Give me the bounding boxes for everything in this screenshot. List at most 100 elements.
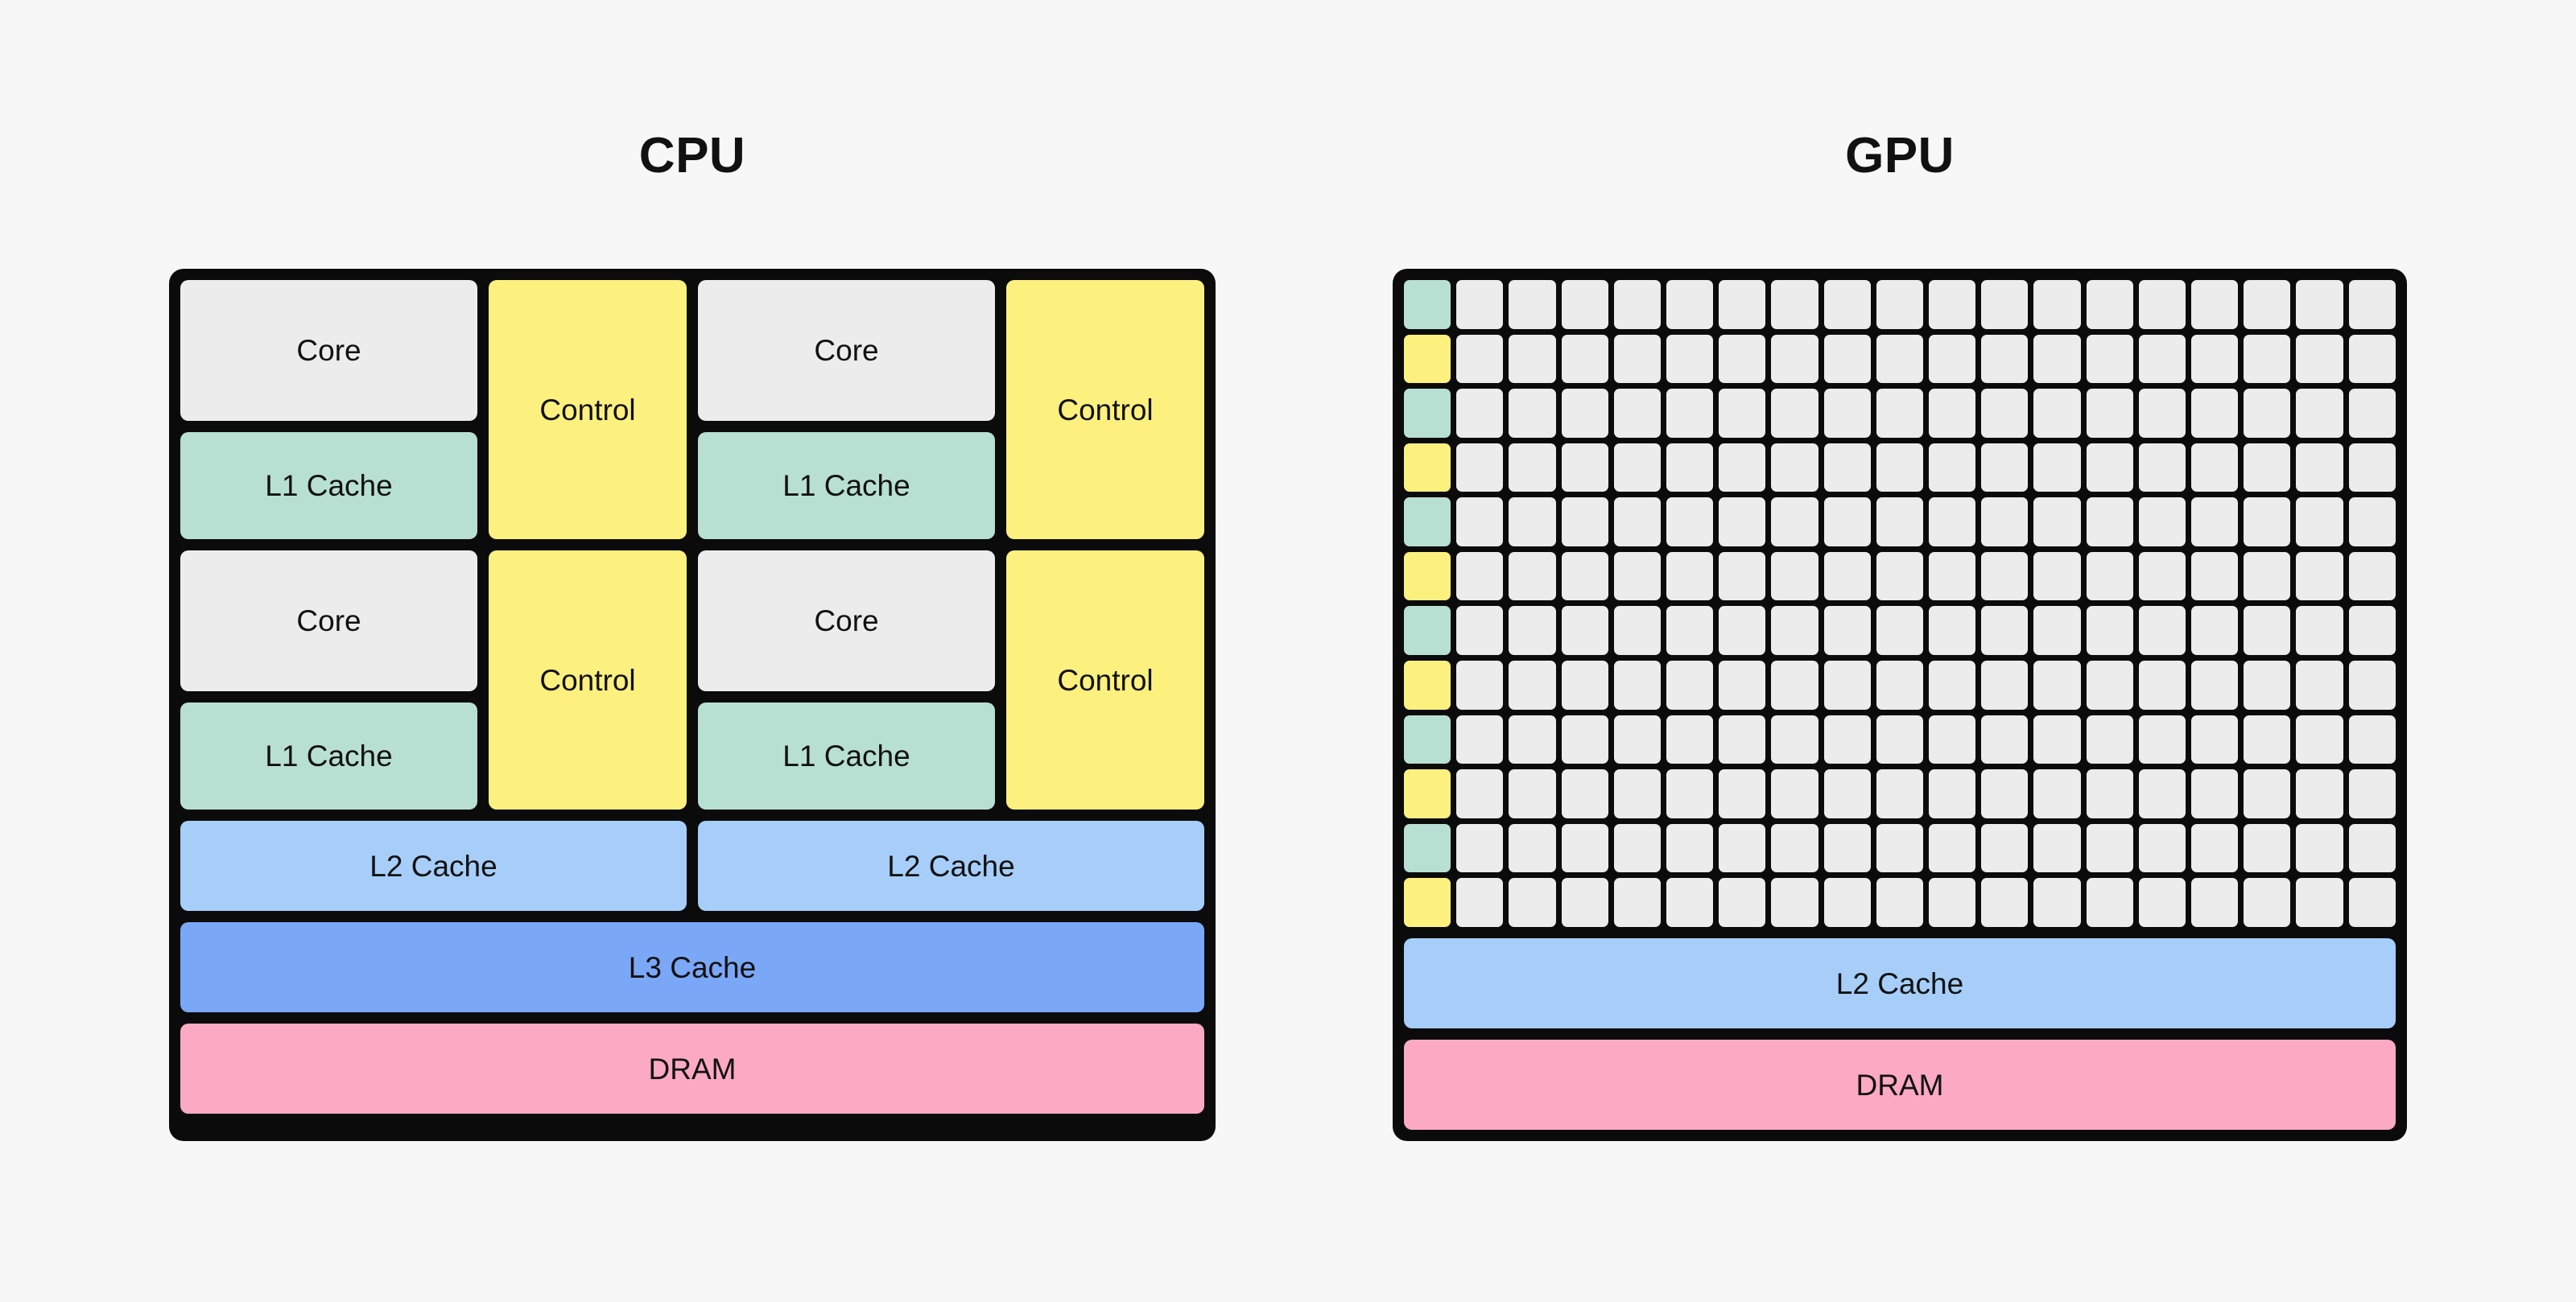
gpu-core-cell <box>1929 389 1976 438</box>
gpu-core-cell <box>2086 715 2133 764</box>
gpu-core-cell <box>1719 606 1766 656</box>
gpu-core-cell <box>2033 551 2081 601</box>
gpu-core-cell <box>2244 715 2291 764</box>
gpu-core-cell <box>1509 606 1556 656</box>
cpu-l2-cache-block: L2 Cache <box>180 821 687 911</box>
gpu-grid-row <box>1404 334 2396 384</box>
gpu-panel-title: GPU <box>1845 128 1955 183</box>
gpu-core-cell <box>1876 497 1924 546</box>
cpu-control-block: Control <box>1006 550 1204 810</box>
gpu-core-cell <box>2033 661 2081 710</box>
gpu-core-cell <box>1509 715 1556 764</box>
gpu-core-cell <box>2138 280 2186 329</box>
gpu-core-cell <box>2296 715 2343 764</box>
gpu-core-cell <box>1771 280 1818 329</box>
gpu-core-cell <box>2191 769 2239 818</box>
gpu-core-cell <box>1666 334 1714 384</box>
gpu-core-cell <box>1981 823 2029 873</box>
gpu-core-cell <box>1561 389 1608 438</box>
gpu-core-cell <box>1719 823 1766 873</box>
gpu-core-cell <box>2191 715 2239 764</box>
cpu-l1-cache-block: L1 Cache <box>180 703 477 810</box>
gpu-core-cell <box>2033 606 2081 656</box>
gpu-core-cell <box>1876 606 1924 656</box>
gpu-core-cell <box>1771 497 1818 546</box>
gpu-accent-cell-mint <box>1404 823 1451 873</box>
gpu-core-cell <box>1823 661 1871 710</box>
gpu-core-cell <box>1456 878 1504 927</box>
gpu-core-cell <box>1823 823 1871 873</box>
gpu-core-cell <box>1876 443 1924 492</box>
gpu-accent-cell-mint <box>1404 715 1451 764</box>
gpu-core-cell <box>1823 334 1871 384</box>
gpu-core-cell <box>1509 389 1556 438</box>
gpu-core-cell <box>2138 769 2186 818</box>
cpu-core-block: Core <box>698 550 995 692</box>
gpu-core-cell <box>2348 443 2396 492</box>
gpu-core-cell <box>1509 551 1556 601</box>
gpu-accent-cell-yellow <box>1404 878 1451 927</box>
gpu-core-cell <box>2191 497 2239 546</box>
gpu-core-cell <box>1823 878 1871 927</box>
gpu-core-cell <box>2191 443 2239 492</box>
cpu-dram-block: DRAM <box>180 1024 1204 1114</box>
gpu-core-cell <box>1876 334 1924 384</box>
gpu-chip-container: L2 Cache DRAM <box>1393 269 2407 1141</box>
gpu-core-cell <box>2296 497 2343 546</box>
gpu-core-cell <box>2244 878 2291 927</box>
gpu-grid-row <box>1404 497 2396 546</box>
cpu-l1-cache-block: L1 Cache <box>698 703 995 810</box>
gpu-core-cell <box>1613 443 1662 492</box>
gpu-accent-cell-mint <box>1404 497 1451 546</box>
cpu-core-block: Core <box>180 550 477 692</box>
gpu-core-cell <box>1456 389 1504 438</box>
gpu-core-cell <box>2033 443 2081 492</box>
gpu-core-cell <box>1456 606 1504 656</box>
gpu-core-cell <box>1666 661 1714 710</box>
cpu-core-stack: Core L1 Cache <box>180 550 477 810</box>
gpu-core-cell <box>1509 769 1556 818</box>
gpu-core-cell <box>2086 497 2133 546</box>
gpu-core-cell <box>2244 443 2291 492</box>
gpu-core-cell <box>1876 551 1924 601</box>
gpu-core-cell <box>1823 443 1871 492</box>
gpu-core-cell <box>2033 715 2081 764</box>
gpu-core-cell <box>2244 769 2291 818</box>
gpu-core-cell <box>2138 443 2186 492</box>
gpu-core-cell <box>2244 551 2291 601</box>
gpu-core-cell <box>1929 661 1976 710</box>
gpu-core-cell <box>1613 606 1662 656</box>
gpu-core-cell <box>2296 769 2343 818</box>
gpu-core-cell <box>1771 443 1818 492</box>
gpu-core-cell <box>1929 334 1976 384</box>
gpu-core-cell <box>1876 661 1924 710</box>
cpu-l1-cache-block: L1 Cache <box>698 432 995 539</box>
gpu-core-cell <box>1981 661 2029 710</box>
gpu-accent-cell-yellow <box>1404 443 1451 492</box>
gpu-accent-cell-yellow <box>1404 661 1451 710</box>
gpu-grid-row <box>1404 715 2396 764</box>
gpu-core-cell <box>2348 715 2396 764</box>
gpu-core-cell <box>2033 769 2081 818</box>
gpu-core-cell <box>1719 551 1766 601</box>
cpu-core-block: Core <box>180 280 477 422</box>
gpu-core-cell <box>1929 280 1976 329</box>
gpu-core-cell <box>2191 334 2239 384</box>
gpu-core-cell <box>1561 443 1608 492</box>
gpu-core-cell <box>2348 769 2396 818</box>
gpu-core-cell <box>1561 878 1608 927</box>
gpu-core-cell <box>1876 823 1924 873</box>
gpu-grid-row <box>1404 443 2396 492</box>
gpu-core-cell <box>2138 878 2186 927</box>
gpu-core-cell <box>2244 334 2291 384</box>
gpu-core-cell <box>2296 551 2343 601</box>
gpu-core-cell <box>1719 389 1766 438</box>
gpu-core-cell <box>2244 823 2291 873</box>
gpu-core-cell <box>1981 443 2029 492</box>
gpu-core-cell <box>2244 606 2291 656</box>
gpu-core-cell <box>2348 389 2396 438</box>
gpu-core-cell <box>1561 823 1608 873</box>
gpu-core-cell <box>1823 715 1871 764</box>
gpu-core-cell <box>1666 715 1714 764</box>
